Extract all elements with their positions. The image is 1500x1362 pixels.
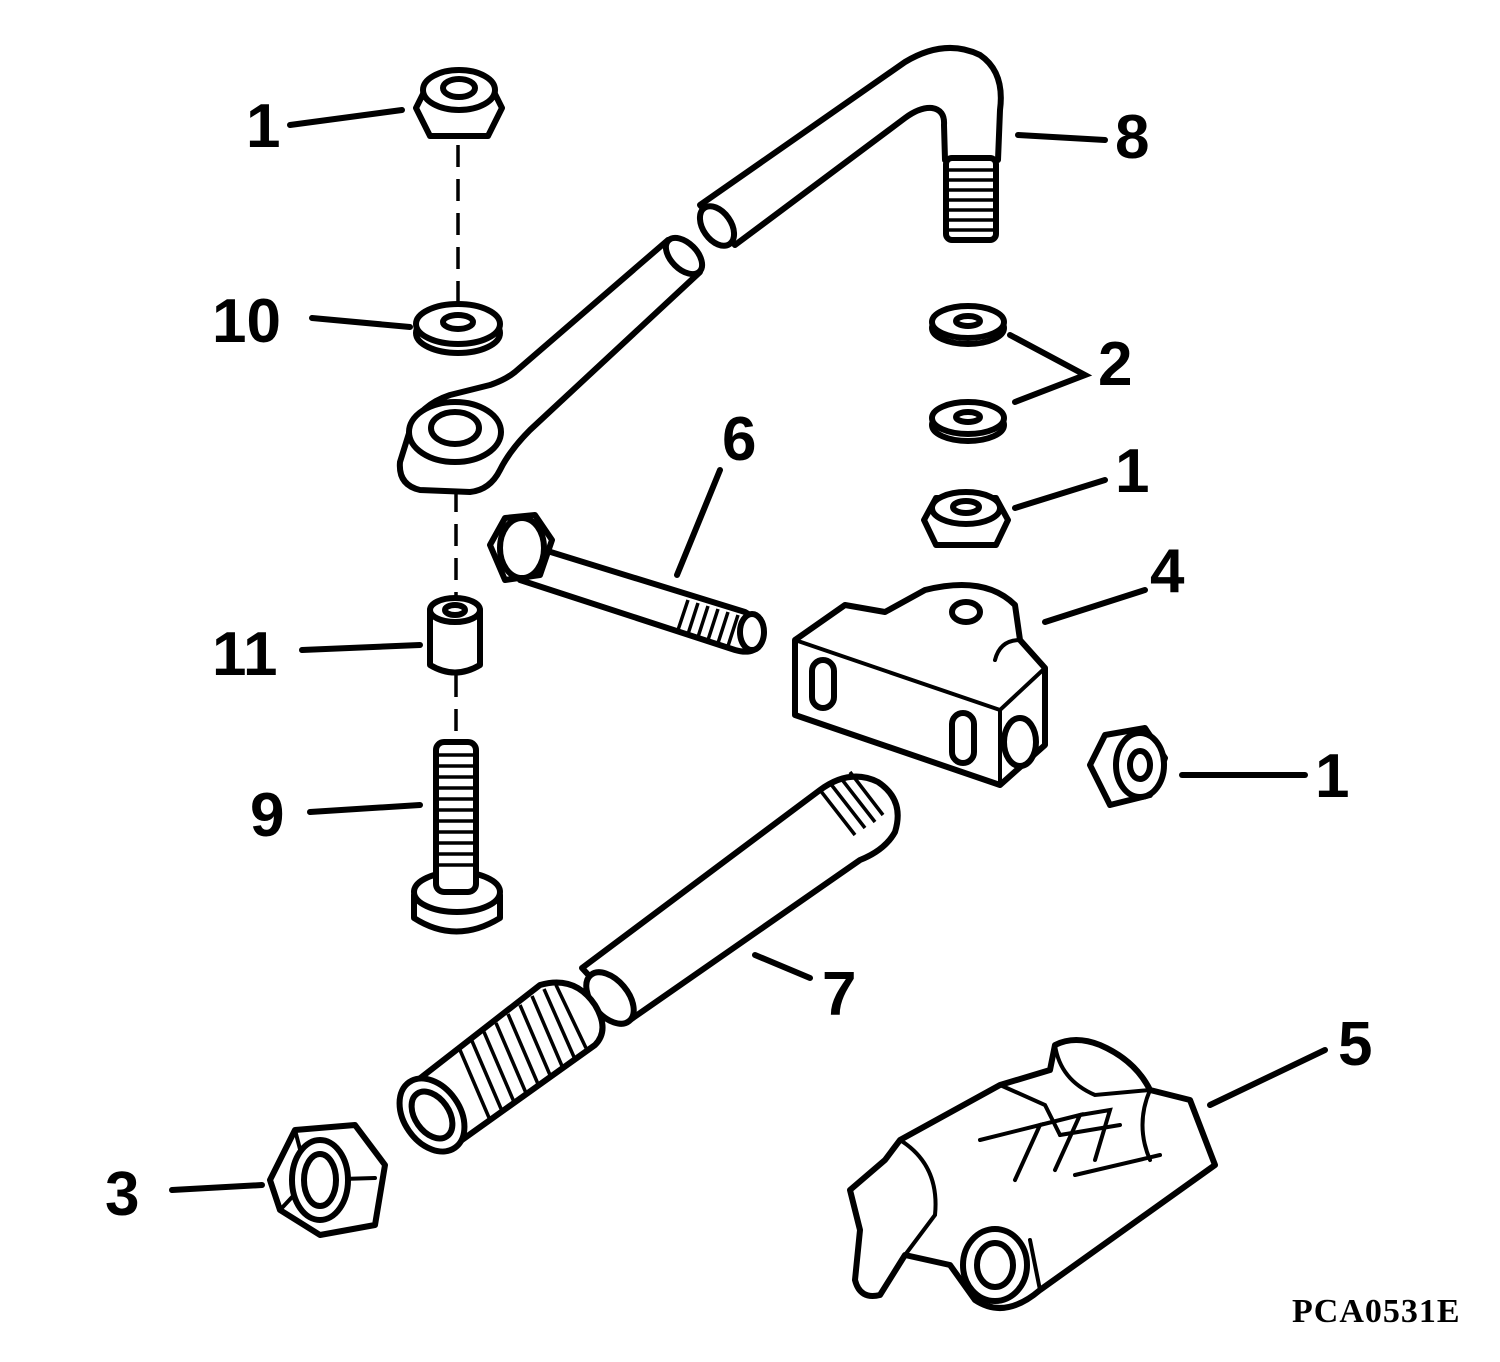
callout-3: 3 (105, 1160, 139, 1229)
lock-nut-top (413, 67, 505, 139)
leader-3 (169, 1182, 265, 1193)
mounting-bracket (847, 1037, 1218, 1311)
leader-9 (307, 802, 423, 815)
callout-9: 9 (250, 781, 284, 850)
callout-1-top: 1 (246, 92, 280, 161)
callout-4: 4 (1150, 537, 1185, 606)
bolt-vertical (411, 739, 503, 935)
threaded-tube (396, 770, 901, 1155)
callout-7: 7 (822, 960, 856, 1029)
callout-6: 6 (722, 405, 756, 474)
leader-6 (674, 467, 723, 578)
callout-1-block: 1 (1315, 742, 1349, 811)
washer-left (413, 301, 503, 356)
washer-right-upper (929, 303, 1007, 347)
washer-right-lower (929, 399, 1007, 444)
leader-1-top (287, 107, 405, 128)
long-bolt (487, 512, 767, 655)
figure-code: PCA0531E (1292, 1293, 1461, 1330)
leader-1-right (1012, 477, 1108, 511)
leader-2 (1007, 332, 1093, 405)
callout-11: 11 (212, 620, 278, 689)
leader-5 (1207, 1047, 1328, 1108)
large-nut (267, 1122, 388, 1238)
lock-nut-right (921, 489, 1011, 548)
callout-8: 8 (1115, 103, 1149, 172)
leader-4 (1042, 587, 1148, 625)
leader-8 (1015, 132, 1108, 143)
connector-block (792, 582, 1048, 788)
link-rod (396, 44, 1004, 495)
lock-nut-block (1087, 725, 1168, 808)
spacer (427, 595, 483, 676)
callout-1-right: 1 (1115, 437, 1149, 506)
callout-2: 2 (1098, 330, 1132, 399)
leader-10 (309, 315, 413, 330)
callout-5: 5 (1338, 1010, 1372, 1079)
leader-7 (752, 952, 813, 981)
leader-11 (299, 642, 423, 653)
callout-10: 10 (212, 287, 281, 356)
